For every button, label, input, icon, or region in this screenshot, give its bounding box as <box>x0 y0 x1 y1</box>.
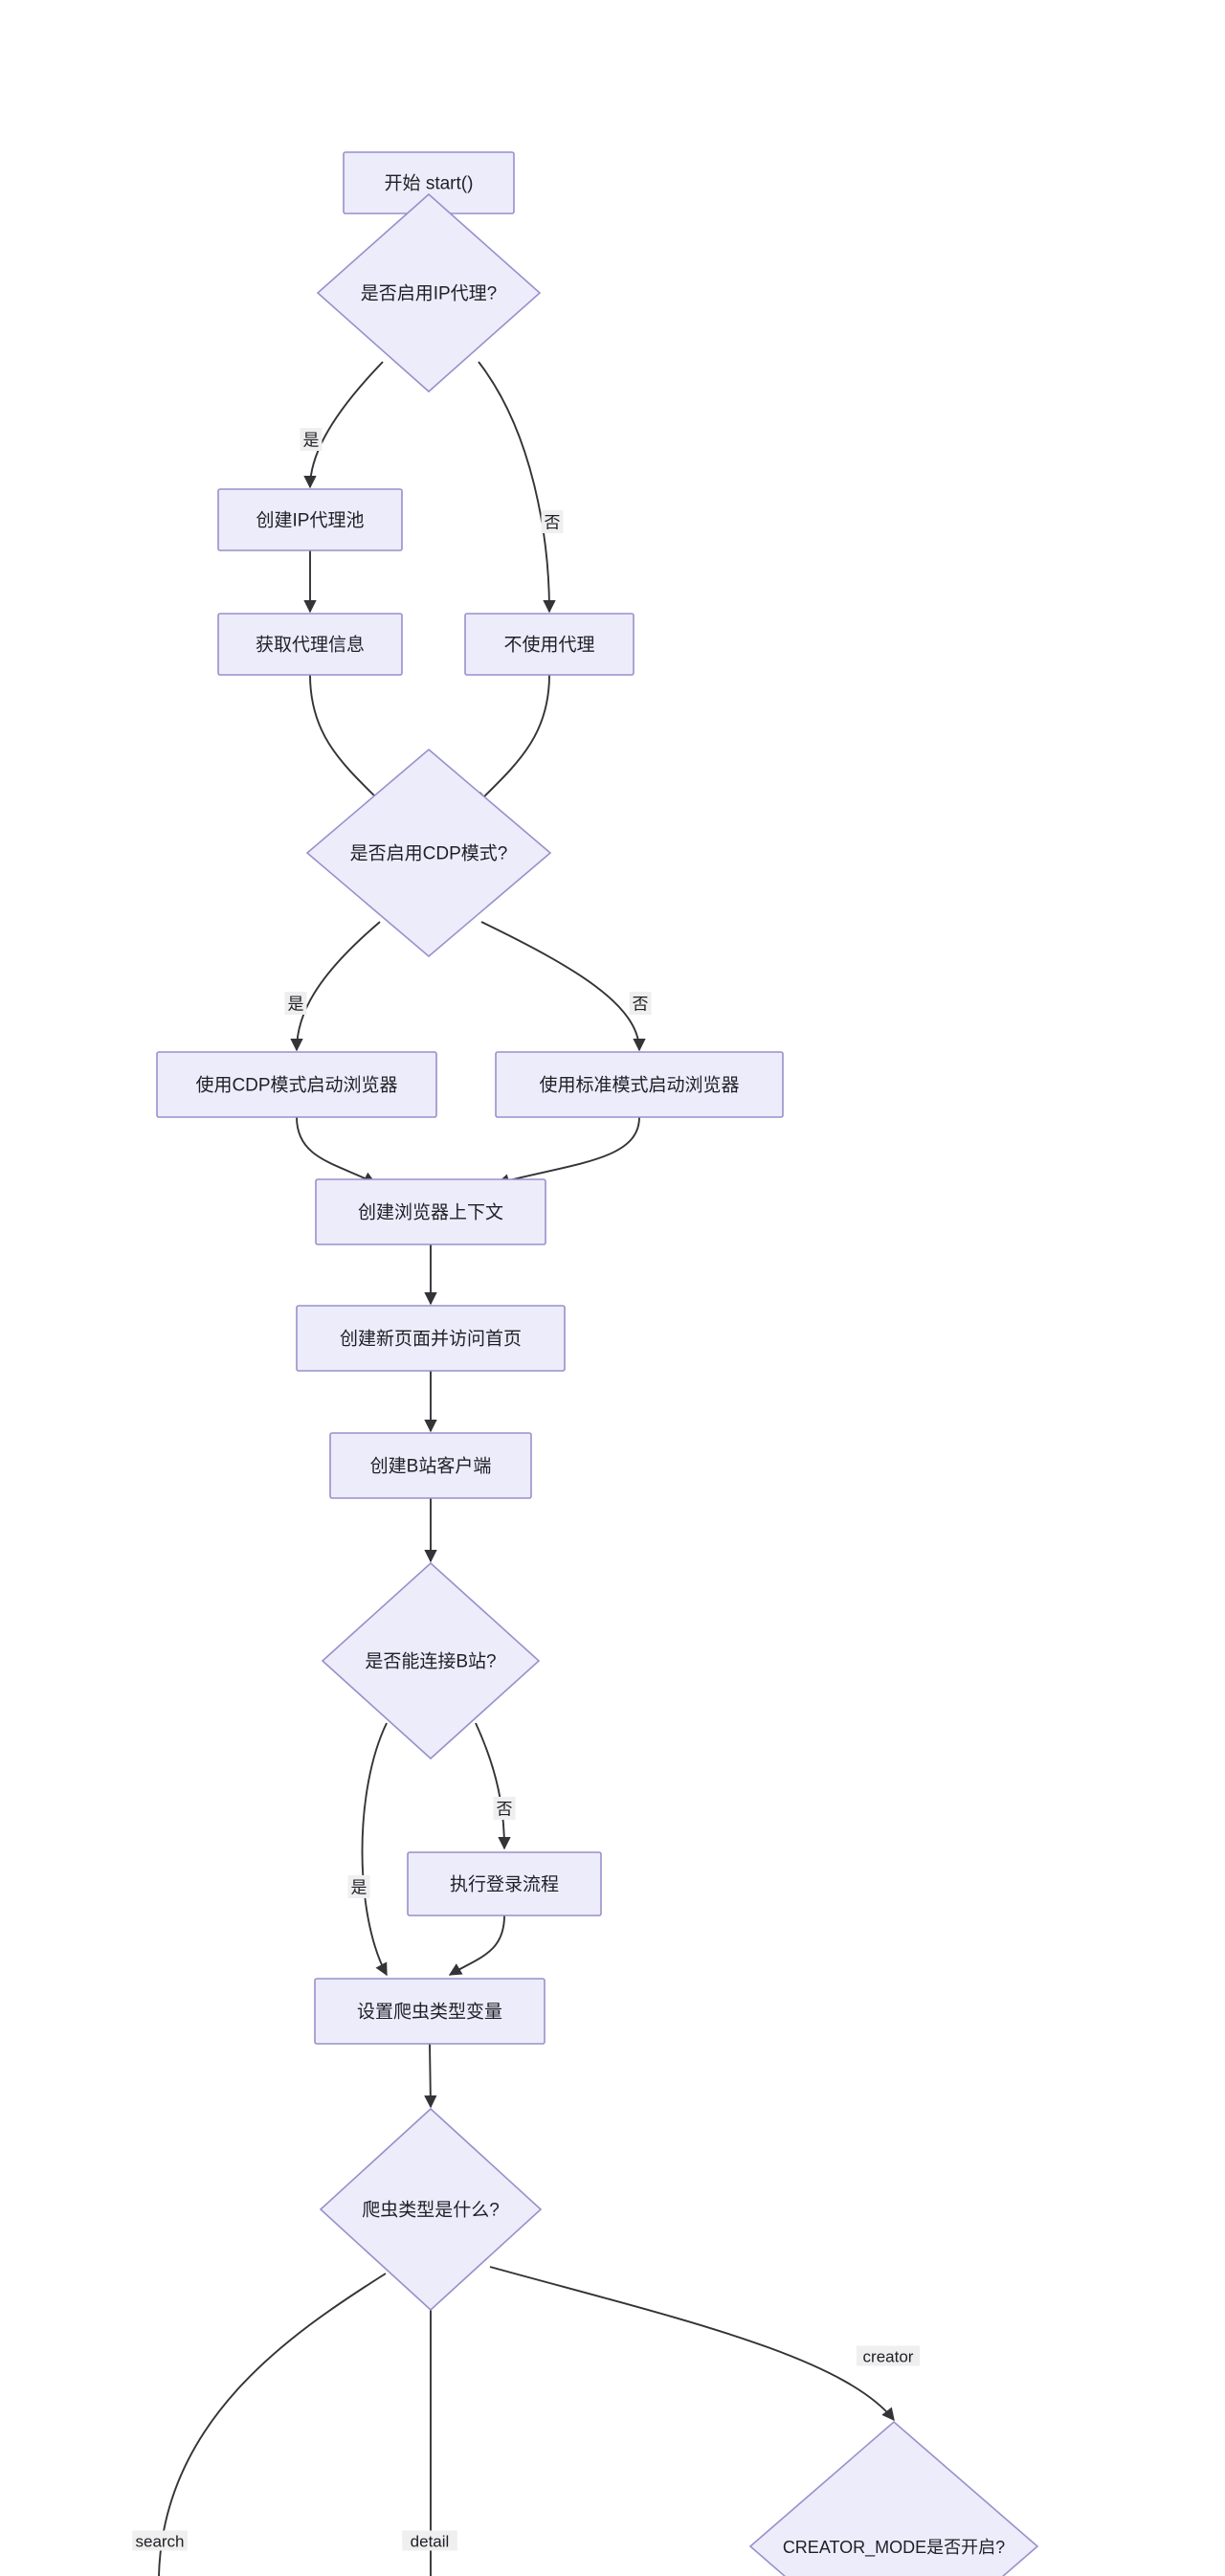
node-label: 开始 start() <box>385 173 474 194</box>
edge-label: 是 <box>300 428 323 451</box>
edge-label-chip <box>541 510 564 533</box>
flow-edge <box>296 1116 377 1184</box>
flow-node-get_proxy[interactable]: 获取代理信息 <box>217 613 403 676</box>
edge-label: 否 <box>493 1797 516 1820</box>
flow-node-login[interactable]: 执行登录流程 <box>407 1851 602 1916</box>
node-label: 创建浏览器上下文 <box>358 1202 503 1223</box>
node-label: 获取代理信息 <box>256 635 365 656</box>
flow-edge <box>475 1722 511 1850</box>
edge-label-chip <box>402 2530 457 2551</box>
node-label: 不使用代理 <box>503 635 594 656</box>
flow-node-new_page[interactable]: 创建新页面并访问首页 <box>296 1305 566 1372</box>
node-rect <box>156 1051 437 1118</box>
edge-label-text: 是 <box>351 1879 368 1897</box>
edge-label: search <box>132 2530 188 2551</box>
node-label: 是否启用CDP模式? <box>350 843 508 864</box>
flow-edge <box>478 361 556 614</box>
edge-label-text: 否 <box>633 996 649 1014</box>
node-rect <box>217 488 403 551</box>
edge-label-chip <box>132 2530 188 2551</box>
flow-node-ctx[interactable]: 创建浏览器上下文 <box>315 1178 546 1245</box>
node-label: 设置爬虫类型变量 <box>357 2002 502 2023</box>
node-rect <box>407 1851 602 1916</box>
edge-label: creator <box>856 2345 921 2366</box>
edge-label-chip <box>300 428 323 451</box>
node-diamond <box>316 192 542 393</box>
edge-label: 否 <box>541 510 564 533</box>
flow-node-bili_client[interactable]: 创建B站客户端 <box>329 1432 532 1499</box>
flow-node-std_launch[interactable]: 使用标准模式启动浏览器 <box>495 1051 784 1118</box>
flow-edge <box>309 674 384 805</box>
edge-label-text: 否 <box>497 1801 513 1819</box>
edge-label-chip <box>629 992 652 1015</box>
flow-edge <box>303 361 384 489</box>
flow-node-set_type[interactable]: 设置爬虫类型变量 <box>314 1978 546 2045</box>
node-label: 使用标准模式启动浏览器 <box>539 1075 739 1096</box>
node-rect <box>495 1051 784 1118</box>
edge-label-chip <box>347 1875 370 1898</box>
edge-label-text: search <box>135 2533 184 2551</box>
flow-edge <box>424 2043 437 2109</box>
flow-edge <box>476 674 550 805</box>
node-rect <box>217 613 403 676</box>
edge-label-chip <box>856 2345 921 2366</box>
edge-label: 是 <box>347 1875 370 1898</box>
flow-edge <box>480 921 646 1052</box>
node-diamond <box>748 2420 1039 2576</box>
node-label: 是否能连接B站? <box>365 1651 496 1672</box>
node-label: 执行登录流程 <box>450 1874 559 1895</box>
node-label: 使用CDP模式启动浏览器 <box>195 1075 397 1096</box>
flow-edge <box>496 1116 640 1187</box>
node-rect <box>329 1432 532 1499</box>
flow-edge <box>361 1722 388 1977</box>
node-diamond <box>321 1561 541 1760</box>
edge-label-text: 否 <box>545 514 561 532</box>
node-label: 创建新页面并访问首页 <box>340 1329 522 1350</box>
edge-label: detail <box>402 2530 457 2551</box>
node-label: 爬虫类型是什么? <box>362 2200 500 2221</box>
edge-label-chip <box>284 992 307 1015</box>
node-label: 创建IP代理池 <box>256 510 365 531</box>
node-label: CREATOR_MODE是否开启? <box>783 2538 1005 2558</box>
flow-node-conn_q[interactable]: 是否能连接B站? <box>321 1561 541 1760</box>
flow-node-creator_mode_q[interactable]: CREATOR_MODE是否开启? <box>748 2420 1039 2576</box>
node-rect <box>296 1305 566 1372</box>
edge-label-text: creator <box>863 2348 914 2366</box>
edge-label-chip <box>493 1797 516 1820</box>
node-rect <box>464 613 635 676</box>
flow-node-type_q[interactable]: 爬虫类型是什么? <box>319 2107 543 2312</box>
node-diamond <box>305 748 552 958</box>
node-diamond <box>319 2107 543 2312</box>
flow-node-no_proxy[interactable]: 不使用代理 <box>464 613 635 676</box>
edges-layer <box>158 190 895 2576</box>
edge-label: 否 <box>629 992 652 1015</box>
flow-node-cdp_q[interactable]: 是否启用CDP模式? <box>305 748 552 958</box>
edge-label-text: 是 <box>288 996 304 1014</box>
edge-label-text: 是 <box>303 432 320 450</box>
flow-node-cdp_launch[interactable]: 使用CDP模式启动浏览器 <box>156 1051 437 1118</box>
flow-node-create_pool[interactable]: 创建IP代理池 <box>217 488 403 551</box>
flow-node-ip_proxy_q[interactable]: 是否启用IP代理? <box>316 192 542 393</box>
flow-edge <box>448 1915 505 1976</box>
edge-label-text: detail <box>411 2533 450 2551</box>
flow-edge <box>290 921 381 1052</box>
node-label: 是否启用IP代理? <box>361 283 498 304</box>
node-rect <box>315 1178 546 1245</box>
edge-label: 是 <box>284 992 307 1015</box>
node-rect <box>314 1978 546 2045</box>
node-label: 创建B站客户端 <box>370 1456 492 1477</box>
flow-edge <box>158 2273 387 2576</box>
flow-edge <box>489 2266 895 2422</box>
